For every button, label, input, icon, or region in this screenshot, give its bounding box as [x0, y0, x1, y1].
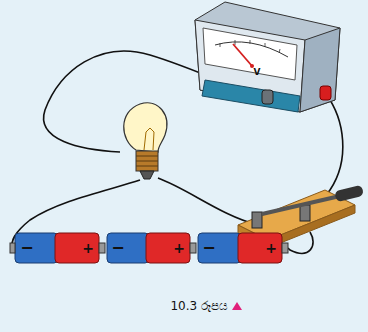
- terminal-sign: −: [202, 240, 215, 256]
- voltmeter: [195, 2, 340, 112]
- bulb: [124, 103, 167, 179]
- terminal-sign: −: [20, 240, 33, 256]
- terminal-sign: +: [265, 241, 277, 255]
- terminal-sign: +: [82, 241, 94, 255]
- terminal-sign: −: [111, 240, 124, 256]
- figure-caption: 10.3 රූපය: [170, 300, 228, 312]
- caption-marker: [232, 302, 242, 310]
- cells: [10, 233, 288, 263]
- terminal-sign: +: [173, 241, 185, 255]
- meter-unit: V: [254, 68, 261, 77]
